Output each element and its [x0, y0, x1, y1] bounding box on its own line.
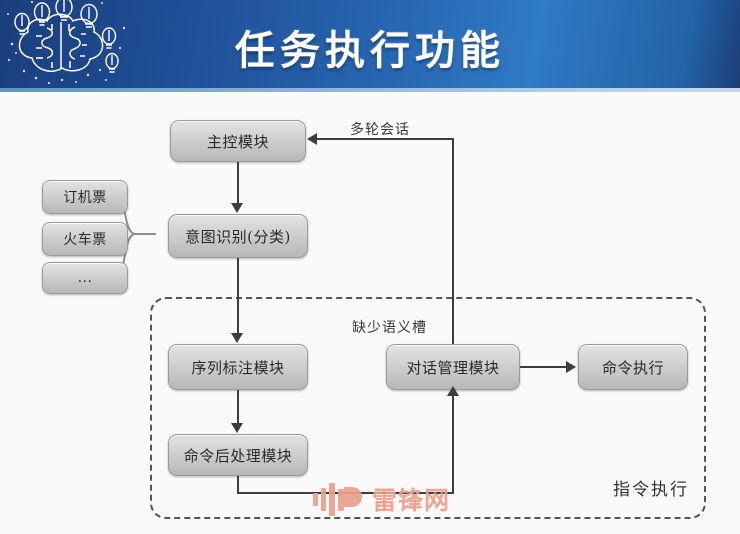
slide-header: 任务执行功能: [0, 0, 740, 92]
node-sequence-labeling[interactable]: 序列标注模块: [168, 344, 308, 390]
node-book-flight[interactable]: 订机票: [42, 180, 128, 214]
node-command-execution-label: 命令执行: [601, 358, 664, 377]
edge-main-to-intent: [237, 162, 239, 204]
node-main-control[interactable]: 主控模块: [170, 120, 306, 162]
edge-sequence-to-postprocess-arrow: [231, 423, 243, 433]
node-sequence-labeling-label: 序列标注模块: [191, 358, 285, 377]
edge-sequence-to-postprocess: [237, 390, 239, 424]
node-train-ticket-label: 火车票: [63, 232, 107, 248]
node-more-intents-label: ...: [77, 270, 93, 286]
header-underline: [0, 88, 740, 92]
edge-feedback-to-main-arrow: [307, 133, 317, 145]
edge-dialog-to-command-exec: [520, 366, 568, 368]
edge-main-to-intent-arrow: [231, 203, 243, 213]
node-dialog-manager-label: 对话管理模块: [406, 358, 500, 377]
node-more-intents[interactable]: ...: [42, 262, 128, 294]
edge-postprocess-down: [237, 476, 239, 494]
node-command-postprocess[interactable]: 命令后处理模块: [168, 434, 308, 476]
edge-label-multi-turn-dialogue: 多轮会话: [350, 122, 410, 138]
edge-dialog-feedback-up: [452, 138, 454, 344]
node-command-execution[interactable]: 命令执行: [578, 344, 688, 390]
node-intent-recognition-label: 意图识别(分类): [185, 227, 291, 246]
edge-intent-to-sequence: [237, 258, 239, 334]
node-train-ticket[interactable]: 火车票: [42, 222, 128, 256]
brain-lightbulbs-icon: [7, 0, 126, 85]
edge-postprocess-to-dialog-arrow: [447, 386, 459, 396]
edge-label-missing-semantic-slot: 缺少语义槽: [352, 320, 427, 336]
edge-dialog-to-command-exec-arrow: [566, 361, 576, 373]
node-book-flight-label: 订机票: [63, 190, 107, 206]
edge-intent-to-sequence-arrow: [231, 333, 243, 343]
edge-postprocess-up-to-dialog: [452, 396, 454, 492]
watermark-text: 雷锋网: [372, 486, 451, 515]
node-main-control-label: 主控模块: [206, 132, 269, 151]
node-dialog-manager[interactable]: 对话管理模块: [386, 344, 520, 390]
edge-dialog-feedback-left: [317, 138, 454, 140]
node-intent-recognition[interactable]: 意图识别(分类): [168, 214, 308, 258]
page-title: 任务执行功能: [235, 27, 505, 74]
group-label-instruction-execution: 指令执行: [613, 480, 689, 500]
leiphone-logo-icon: [313, 483, 362, 516]
node-command-postprocess-label: 命令后处理模块: [183, 446, 293, 465]
watermark: 雷锋网: [311, 478, 481, 520]
instruction-execution-group: [150, 297, 706, 519]
